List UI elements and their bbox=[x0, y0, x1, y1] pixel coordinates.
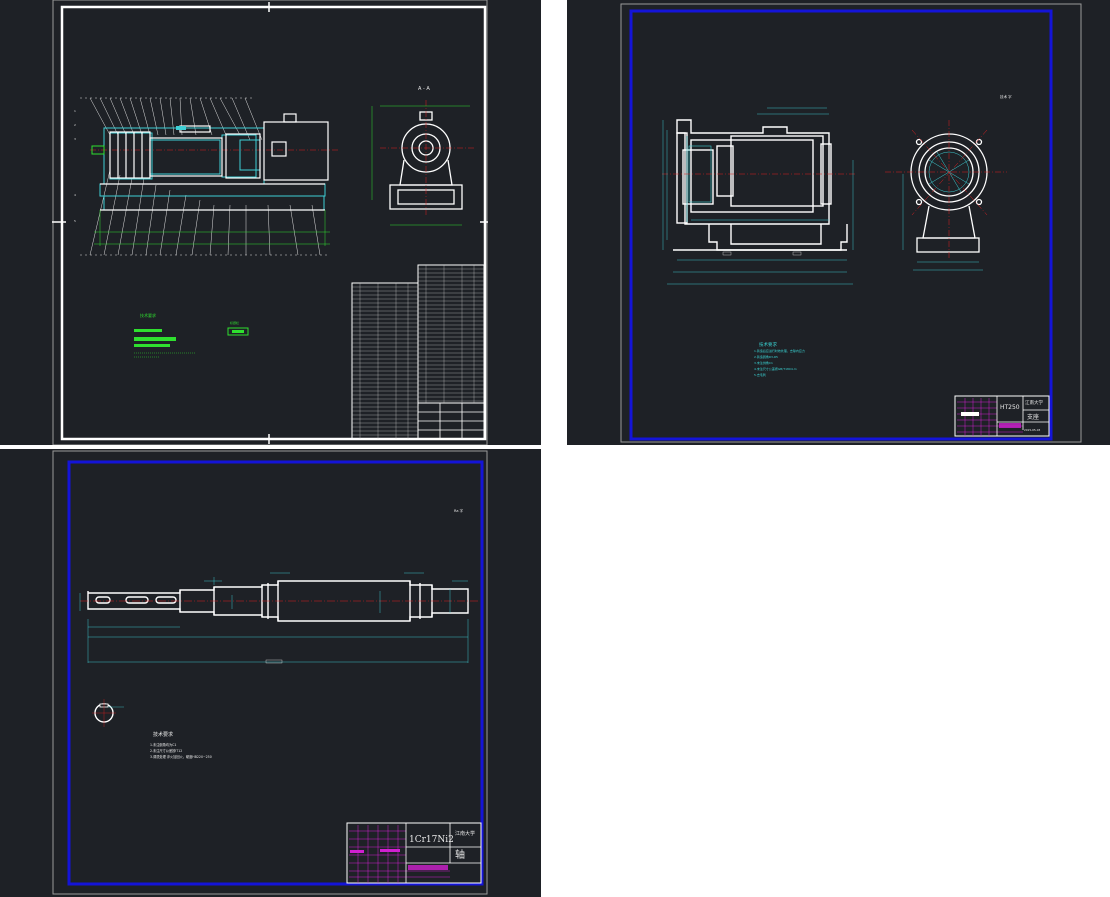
pump-assembly bbox=[90, 127, 340, 211]
drawing-frame bbox=[629, 9, 1053, 441]
part-name-label: 轴 bbox=[455, 848, 465, 861]
svg-text:2: 2 bbox=[74, 123, 76, 127]
section-label: A - A bbox=[418, 86, 430, 92]
tech-req-line: 3.调质处理 淬火加回火，硬度HB220~250 bbox=[150, 754, 212, 759]
svg-text:4: 4 bbox=[74, 193, 76, 197]
shaft-sheet[interactable]: Ra 字 bbox=[0, 449, 541, 897]
part-name-label: 支座 bbox=[1027, 413, 1039, 421]
drawing-frame bbox=[67, 460, 484, 886]
title-block bbox=[954, 395, 1050, 437]
material-label: 1Cr17Ni2 bbox=[409, 835, 454, 845]
school-label: 江南大学 bbox=[455, 830, 475, 837]
title-block bbox=[346, 822, 482, 884]
tech-req-line: 4.未注尺寸公差按GB/T1804-m bbox=[754, 366, 797, 371]
material-label: HT250 bbox=[1000, 404, 1020, 411]
empty-viewport bbox=[541, 449, 1110, 897]
shaft-section-view bbox=[92, 699, 124, 727]
corner-note: Ra 字 bbox=[454, 508, 464, 513]
svg-text:3: 3 bbox=[74, 137, 76, 141]
base-front-view bbox=[673, 119, 848, 251]
assembly-sheet[interactable]: 1 2 3 4 5 bbox=[0, 0, 541, 445]
shaft-dimensions bbox=[79, 572, 469, 663]
assembly-canvas: 1 2 3 4 5 bbox=[52, 0, 488, 445]
svg-text:5: 5 bbox=[74, 219, 76, 223]
tech-req-line: 1.未注倒角均为C1 bbox=[150, 742, 176, 747]
corner-note: 技术 字 bbox=[1000, 94, 1012, 99]
leader-lines-bottom bbox=[80, 169, 330, 256]
tech-req-title: 技术要求 bbox=[153, 731, 173, 738]
note-label: 标题栏 bbox=[230, 320, 239, 325]
tech-req-line: 3.未注倒角C1 bbox=[754, 360, 773, 365]
base-front-dims bbox=[662, 107, 854, 285]
shaft-canvas: Ra 字 bbox=[52, 450, 488, 895]
support-base-canvas: 技术 字 bbox=[620, 3, 1082, 443]
tech-req-line: 5.去毛刺 bbox=[754, 372, 766, 377]
sheet-outline bbox=[52, 0, 488, 445]
date-label: 2015-05-03 bbox=[1024, 428, 1040, 432]
tech-req-line: 2.铸造圆角R3-R5 bbox=[754, 354, 778, 359]
svg-text:1: 1 bbox=[74, 109, 76, 113]
leader-lines-top bbox=[80, 97, 263, 141]
tech-req-title: 技术要求 bbox=[140, 312, 156, 318]
tech-req-title: 技术要求 bbox=[759, 341, 777, 348]
support-base-sheet[interactable]: 技术 字 bbox=[567, 0, 1110, 445]
drawing-frame bbox=[60, 5, 487, 441]
assembly-dimensions bbox=[94, 210, 330, 246]
school-label: 江南大学 bbox=[1025, 399, 1043, 406]
tech-req-line: 2.未注尺寸公差按IT12 bbox=[150, 748, 182, 753]
tech-req-line: 1.铸造后应进行时效处理，去除内应力 bbox=[754, 348, 805, 353]
